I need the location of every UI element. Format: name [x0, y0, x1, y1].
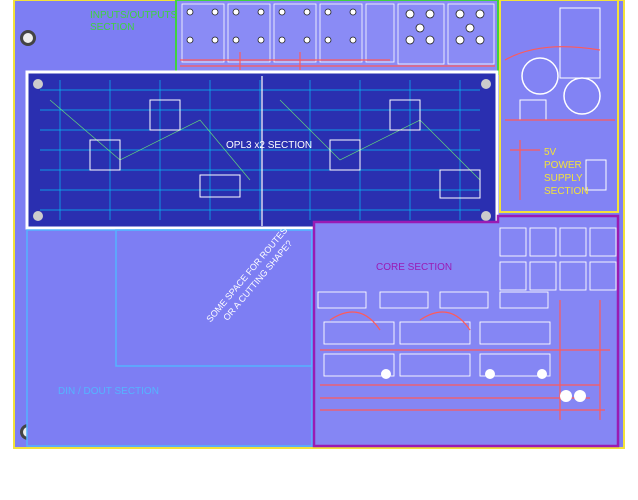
io-section-label: INPUTS/OUTPUTS SECTION — [90, 10, 190, 34]
routes-cutout-region — [115, 229, 313, 367]
psu-label-line-1: 5V — [544, 147, 557, 158]
din-dout-section-label: DIN / DOUT SECTION — [58, 386, 159, 397]
psu-label-line-4: SECTION — [544, 186, 589, 197]
core-section — [312, 214, 620, 448]
psu-section — [499, 0, 619, 213]
io-section — [175, 0, 499, 75]
din-dout-region — [26, 229, 313, 447]
psu-label-line-3: SUPPLY — [544, 173, 583, 184]
opl3-section-label: OPL3 x2 SECTION — [226, 140, 313, 151]
core-section-label: CORE SECTION — [376, 262, 453, 273]
opl3-section — [25, 70, 499, 230]
psu-section-label: 5V POWER SUPPLY SECTION — [544, 146, 588, 198]
io-section-text: INPUTS/OUTPUTS SECTION — [90, 10, 178, 33]
psu-label-line-2: POWER — [544, 160, 582, 171]
